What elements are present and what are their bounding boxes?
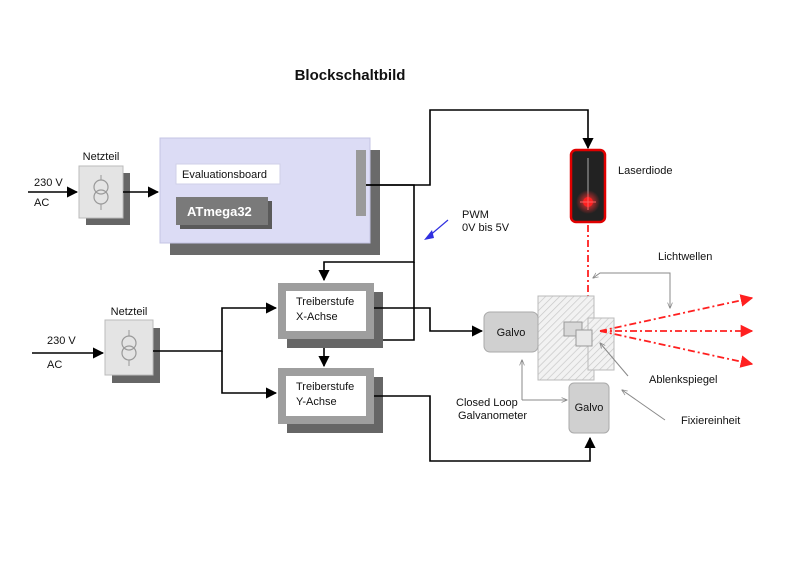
deflection-mirror: [563, 321, 593, 347]
closed-loop-label-2: Galvanometer: [458, 410, 527, 422]
galvo-y: [568, 382, 610, 434]
power-supply-1: [78, 165, 130, 225]
power-supply-1-ac: AC: [34, 197, 49, 209]
galvo-x-label: Galvo: [497, 327, 526, 339]
fixing-unit-label: Fixiereinheit: [681, 415, 740, 427]
laser-label: Laserdiode: [618, 165, 672, 177]
chip-label: ATmega32: [187, 204, 252, 219]
pwm-label: PWM: [462, 209, 489, 221]
lightwaves-label: Lichtwellen: [658, 251, 712, 263]
power-supply-2-label: Netzteil: [111, 306, 148, 318]
driver-y-line2: Y-Achse: [296, 396, 337, 408]
galvo-x: [483, 311, 539, 353]
power-supply-1-label: Netzteil: [83, 151, 120, 163]
driver-x-line1: Treiberstufe: [296, 296, 354, 308]
laser-diode: [569, 148, 607, 224]
evaluation-board-label: Evaluationsboard: [182, 169, 267, 181]
power-supply-2: [104, 319, 160, 383]
annotation-pointers: [522, 272, 670, 421]
driver-y-line1: Treiberstufe: [296, 381, 354, 393]
deflected-beams: [599, 294, 754, 368]
driver-y: [278, 368, 383, 433]
mirror-label: Ablenkspiegel: [649, 374, 718, 386]
pwm-pointer-head: [424, 230, 434, 240]
power-supply-2-voltage: 230 V: [47, 335, 76, 347]
driver-x-line2: X-Achse: [296, 311, 338, 323]
driver-x: [278, 283, 383, 348]
supply-2-wiring: [153, 302, 278, 399]
closed-loop-label-1: Closed Loop: [456, 397, 518, 409]
diagram-title: Blockschaltbild: [295, 67, 406, 84]
galvo-y-label: Galvo: [575, 402, 604, 414]
evaluation-board: [159, 137, 380, 255]
driver-outputs: [374, 307, 596, 462]
power-supply-2-ac: AC: [47, 359, 62, 371]
power-supply-1-voltage: 230 V: [34, 177, 63, 189]
pwm-range: 0V bis 5V: [462, 222, 510, 234]
